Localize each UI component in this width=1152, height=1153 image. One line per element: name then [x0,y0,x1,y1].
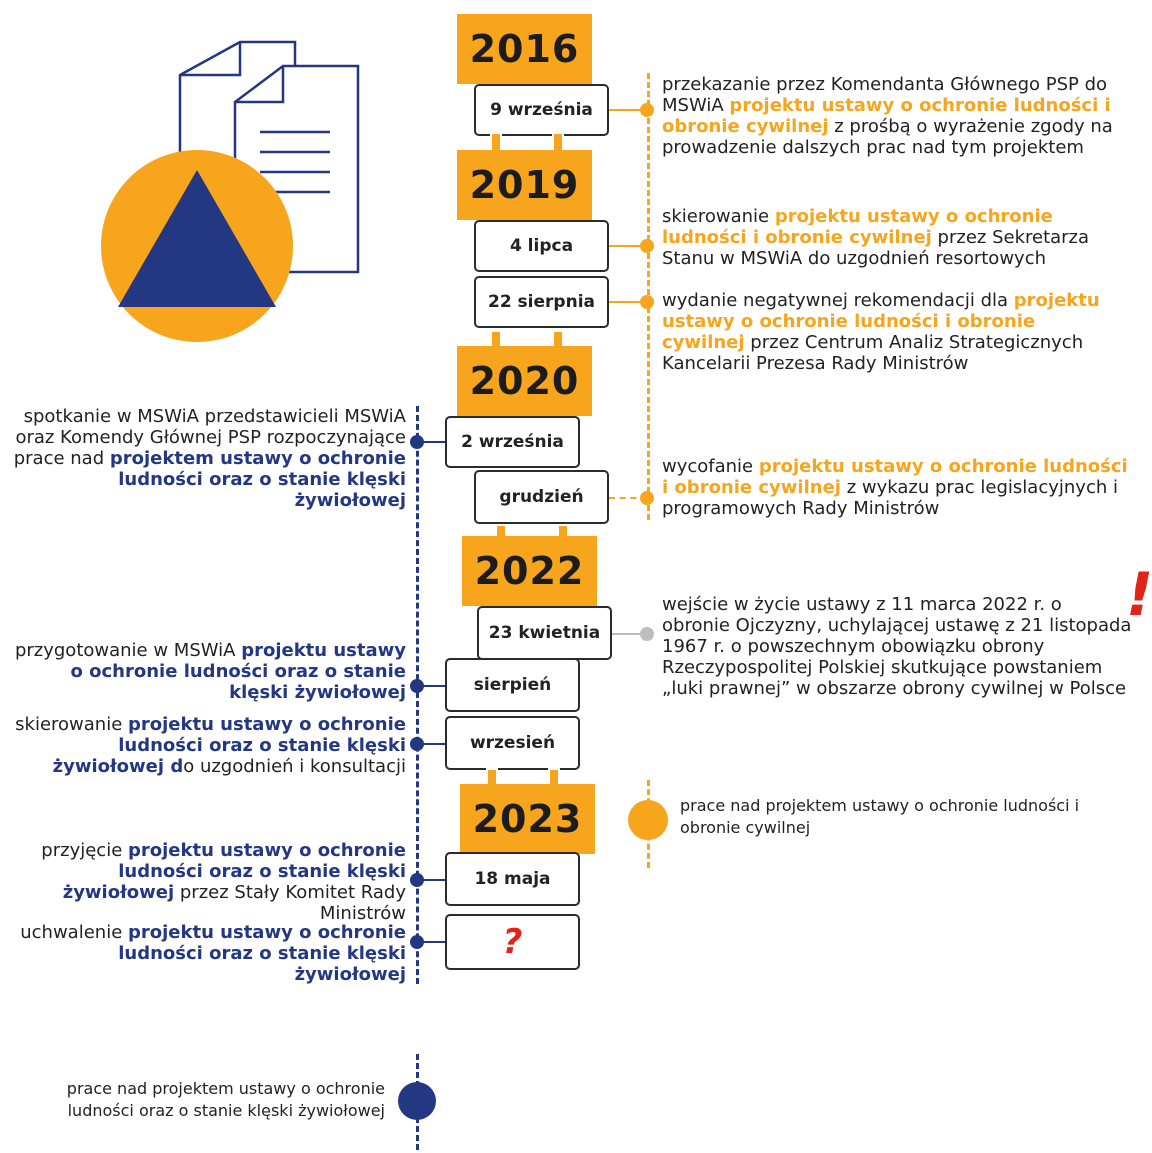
grey-dot [640,627,654,641]
event-2019-lipiec-text: skierowanie projektu ustawy o ochronie l… [662,206,1090,269]
event-2020-grudzien-text: wycofanie projektu ustawy o ochronie lud… [662,456,1128,519]
blue-dot [410,679,424,693]
event-2022-wrzesien-text: skierowanie projektu ustawy o ochronie l… [15,714,406,777]
exclamation-mark: ! [1126,560,1152,630]
year-2016: 2016 [457,14,592,84]
year-2023: 2023 [460,784,595,854]
connector-line [418,743,445,745]
legend-orange-label: prace nad projektem ustawy o ochronie lu… [680,796,1080,837]
legend-blue-dot [398,1082,436,1120]
connector-line [418,441,445,443]
date-unknown: ? [445,914,580,970]
year-2022: 2022 [462,536,597,606]
event-2023-maj-text: przyjęcie projektu ustawy o ochronie lud… [41,840,406,924]
emblem-triangle-icon [118,170,276,307]
date-wrzesien: wrzesień [445,716,580,770]
event-2022-kwiecien-text: wejście w życie ustawy z 11 marca 2022 r… [662,594,1132,699]
date-4-lipca: 4 lipca [474,220,609,272]
year-2019: 2019 [457,150,592,220]
date-2-wrzesnia: 2 września [445,416,580,468]
connector-line [609,245,647,247]
blue-dot [410,935,424,949]
blue-dot [410,737,424,751]
connector-line [609,301,647,303]
legend-blue-label: prace nad projektem ustawy o ochronie lu… [66,1079,385,1120]
question-mark: ? [502,922,523,962]
connector-line [418,941,445,943]
date-9-wrzesnia: 9 września [474,84,609,136]
event-uchwalenie-text: uchwalenie projektu ustawy o ochronie lu… [20,922,406,985]
connector-line [418,879,445,881]
date-22-sierpnia: 22 sierpnia [474,276,609,328]
connector-line [612,633,647,635]
orange-dot [640,103,654,117]
connector-line [609,497,647,499]
orange-dot [640,295,654,309]
connector-line [609,109,647,111]
year-2020: 2020 [457,346,592,416]
blue-timeline [416,406,419,984]
legend-orange-dot [628,800,668,840]
event-2016-text: przekazanie przez Komendanta Głównego PS… [662,74,1113,158]
civil-defence-illustration [101,40,360,342]
date-23-kwietnia: 23 kwietnia [477,606,612,660]
orange-dot [640,239,654,253]
event-2020-wrzesien-text: spotkanie w MSWiA przedstawicieli MSWiA … [13,406,406,511]
blue-dot [410,873,424,887]
orange-dot [640,491,654,505]
date-sierpien: sierpień [445,658,580,712]
event-2022-sierpien-text: przygotowanie w MSWiA projektu ustawy o … [14,640,406,703]
blue-dot [410,435,424,449]
event-2019-sierpien-text: wydanie negatywnej rekomendacji dla proj… [662,290,1100,374]
connector-line [418,685,445,687]
date-grudzien: grudzień [474,470,609,524]
date-18-maja: 18 maja [445,852,580,906]
